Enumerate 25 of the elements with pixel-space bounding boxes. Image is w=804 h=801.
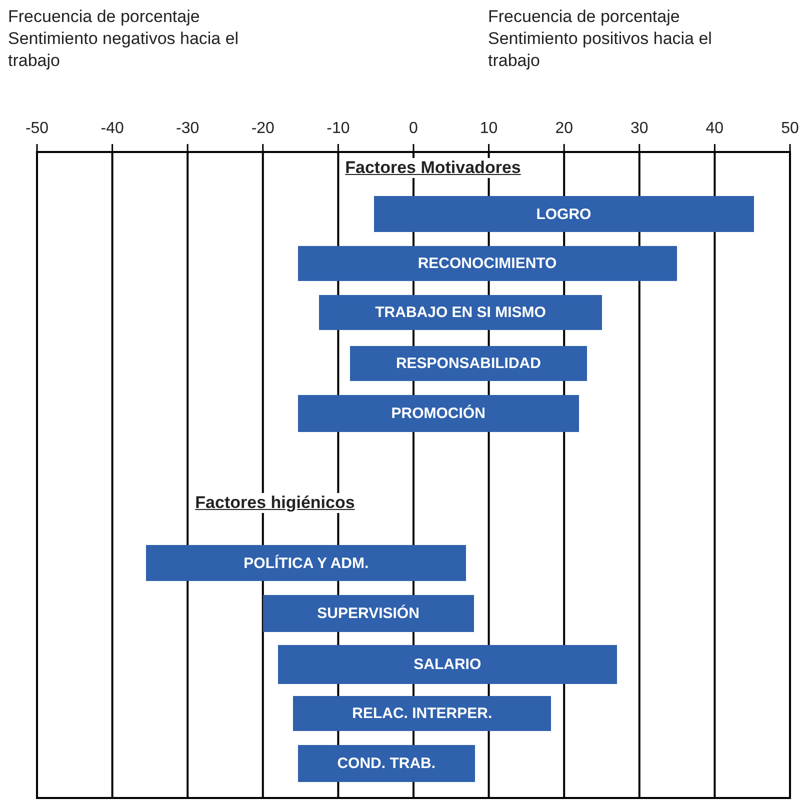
tick-label: -10: [326, 120, 351, 138]
tick-label: -30: [175, 120, 200, 138]
range-bar: SUPERVISIÓN: [262, 595, 474, 632]
group-heading: Factores Motivadores: [342, 158, 524, 178]
tick-label: 40: [704, 120, 725, 138]
tick-label: 20: [554, 120, 574, 138]
tick-label: 50: [780, 120, 800, 138]
range-bar: RECONOCIMIENTO: [298, 246, 678, 281]
axis-caption: Frecuencia de porcentaje Sentimiento positivos hacia el trabajo: [488, 6, 713, 72]
axis-caption: Frecuencia de porcentaje Sentimiento negativos hacia el trabajo: [8, 6, 240, 72]
tick-label: 30: [629, 120, 650, 138]
tick-label: -20: [250, 120, 276, 138]
tick-label: 0: [408, 120, 419, 138]
tick-label: -40: [100, 120, 125, 138]
tick-label: 10: [478, 120, 499, 138]
group-heading: Factores higiénicos: [192, 493, 358, 513]
range-bar: POLÍTICA Y ADM.: [146, 545, 466, 581]
range-bar: TRABAJO EN SI MISMO: [319, 295, 602, 330]
range-bar: SALARIO: [278, 645, 617, 684]
range-bar: PROMOCIÓN: [298, 395, 580, 432]
range-bar: COND. TRAB.: [298, 745, 476, 782]
range-bar: LOGRO: [374, 196, 754, 232]
tick-label: -50: [24, 120, 50, 138]
range-bar: RESPONSABILIDAD: [350, 346, 587, 381]
range-bar: RELAC. INTERPER.: [293, 696, 552, 731]
